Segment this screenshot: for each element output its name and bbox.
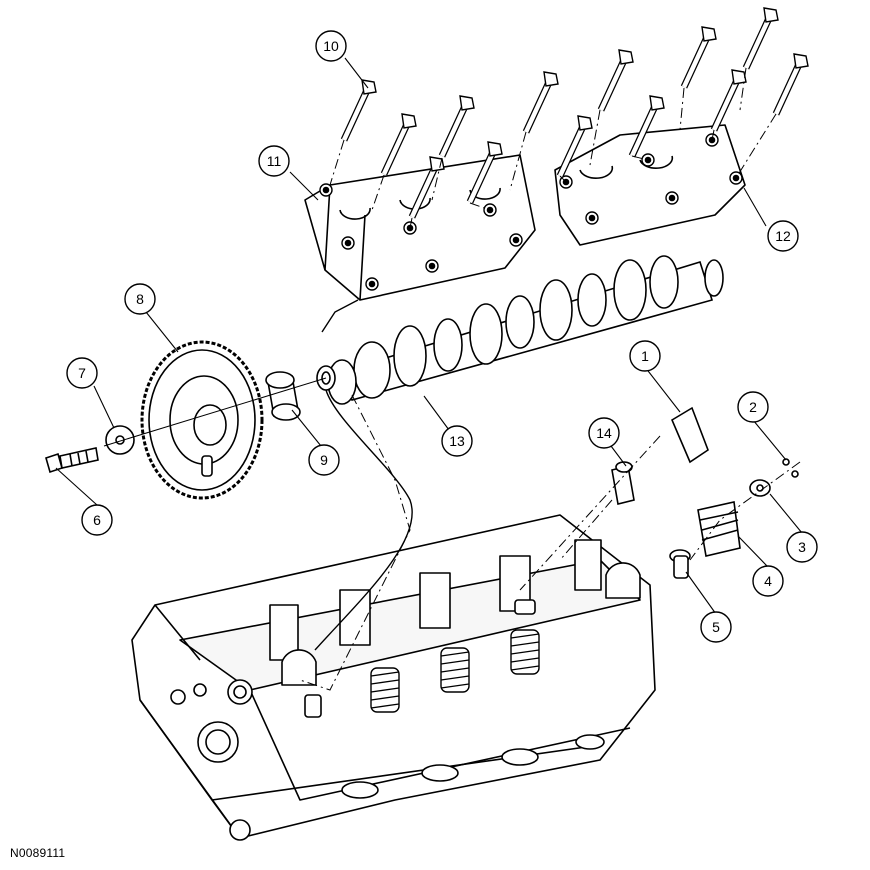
callout-leaders xyxy=(55,57,803,615)
callout-circle xyxy=(308,444,340,476)
valve-guide-lines xyxy=(299,394,801,691)
callout-6: 6 xyxy=(81,504,113,536)
callout-label: 9 xyxy=(320,452,328,468)
callout-4: 4 xyxy=(752,565,784,597)
callout-label: 2 xyxy=(749,399,757,415)
callout-circle xyxy=(124,283,156,315)
bearing-leader-line xyxy=(321,299,359,333)
callout-label: 10 xyxy=(323,38,339,54)
callout-9: 9 xyxy=(308,444,340,476)
callout-label: 12 xyxy=(775,228,791,244)
callout-circle xyxy=(786,531,818,563)
callout-3: 3 xyxy=(786,531,818,563)
callout-circle xyxy=(700,611,732,643)
callout-13: 13 xyxy=(441,425,473,457)
sprocket-axis-line xyxy=(103,377,327,447)
callout-10: 10 xyxy=(315,30,347,62)
callout-label: 6 xyxy=(93,512,101,528)
camshaft-sprocket-shape xyxy=(140,340,264,500)
camshaft-leader-line xyxy=(314,389,413,651)
callout-label: 5 xyxy=(712,619,720,635)
callout-12: 12 xyxy=(767,220,799,252)
callout-label: 7 xyxy=(78,365,86,381)
callout-circle xyxy=(258,145,290,177)
callout-11: 11 xyxy=(258,145,290,177)
callout-circle xyxy=(588,417,620,449)
callout-14: 14 xyxy=(588,417,620,449)
callout-5: 5 xyxy=(700,611,732,643)
callout-circle xyxy=(752,565,784,597)
valve-train-shapes xyxy=(611,406,799,579)
callout-8: 8 xyxy=(124,283,156,315)
bearing-cap-rear-shape xyxy=(554,124,746,246)
callout-label: 1 xyxy=(641,348,649,364)
callout-circle xyxy=(441,425,473,457)
bearing-cap-front-shape xyxy=(304,154,536,301)
callout-label: 14 xyxy=(596,425,612,441)
callout-circle xyxy=(66,357,98,389)
callout-label: 11 xyxy=(267,153,282,169)
callout-circle xyxy=(737,391,769,423)
callout-label: 4 xyxy=(764,573,772,589)
washer-shape xyxy=(105,425,135,455)
callout-2: 2 xyxy=(737,391,769,423)
sprocket-bolt-shape xyxy=(45,447,99,474)
figure-id: N0089111 xyxy=(10,846,66,860)
callout-1: 1 xyxy=(629,340,661,372)
callout-circle xyxy=(315,30,347,62)
callout-7: 7 xyxy=(66,357,98,389)
callout-label: 8 xyxy=(136,291,144,307)
callout-label: 13 xyxy=(449,433,465,449)
cylinder-head xyxy=(131,514,656,841)
callout-circle xyxy=(629,340,661,372)
spacer-shape xyxy=(265,371,301,421)
alignment-lines xyxy=(329,67,777,229)
callout-circle xyxy=(767,220,799,252)
callout-circle xyxy=(81,504,113,536)
callout-label: 3 xyxy=(798,539,806,555)
